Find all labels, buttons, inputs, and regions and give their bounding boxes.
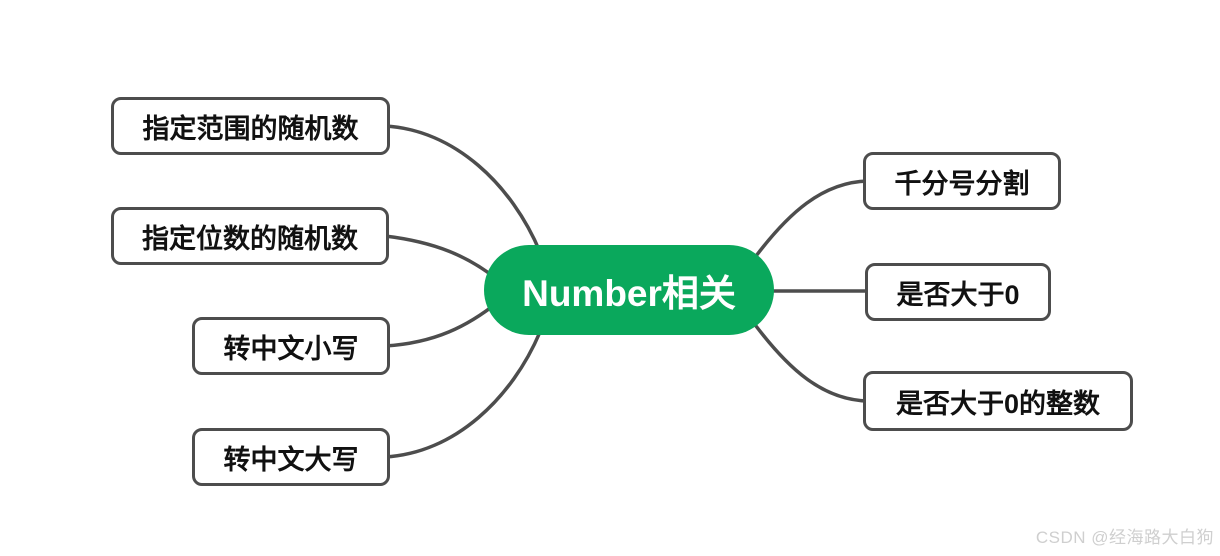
connector-left-2 (383, 234, 500, 282)
branch-node-left-4[interactable]: 转中文大写 (192, 428, 390, 486)
connector-right-3 (754, 324, 870, 403)
branch-node-right-3[interactable]: 是否大于0的整数 (863, 371, 1133, 431)
connector-right-1 (754, 179, 870, 258)
branch-node-label: 转中文小写 (223, 333, 359, 364)
branch-node-label: 指定位数的随机数 (142, 223, 358, 254)
branch-node-label: 千分号分割 (894, 168, 1030, 199)
branch-node-left-2[interactable]: 指定位数的随机数 (111, 207, 389, 265)
branch-node-left-1[interactable]: 指定范围的随机数 (111, 97, 390, 155)
branch-node-right-1[interactable]: 千分号分割 (863, 152, 1061, 210)
connector-left-1 (383, 124, 542, 254)
branch-node-right-2[interactable]: 是否大于0 (865, 263, 1051, 321)
branch-node-left-3[interactable]: 转中文小写 (192, 317, 390, 375)
connector-left-4 (383, 330, 542, 459)
root-node-label: Number相关 (522, 273, 736, 314)
branch-node-label: 转中文大写 (223, 444, 359, 475)
branch-node-label: 是否大于0的整数 (895, 388, 1101, 419)
csdn-watermark: CSDN @经海路大白狗 (1035, 528, 1214, 547)
branch-node-label: 指定范围的随机数 (142, 113, 359, 144)
branch-node-label: 是否大于0 (896, 279, 1020, 310)
root-node[interactable]: Number相关 (484, 245, 774, 335)
connector-left-3 (383, 300, 500, 348)
